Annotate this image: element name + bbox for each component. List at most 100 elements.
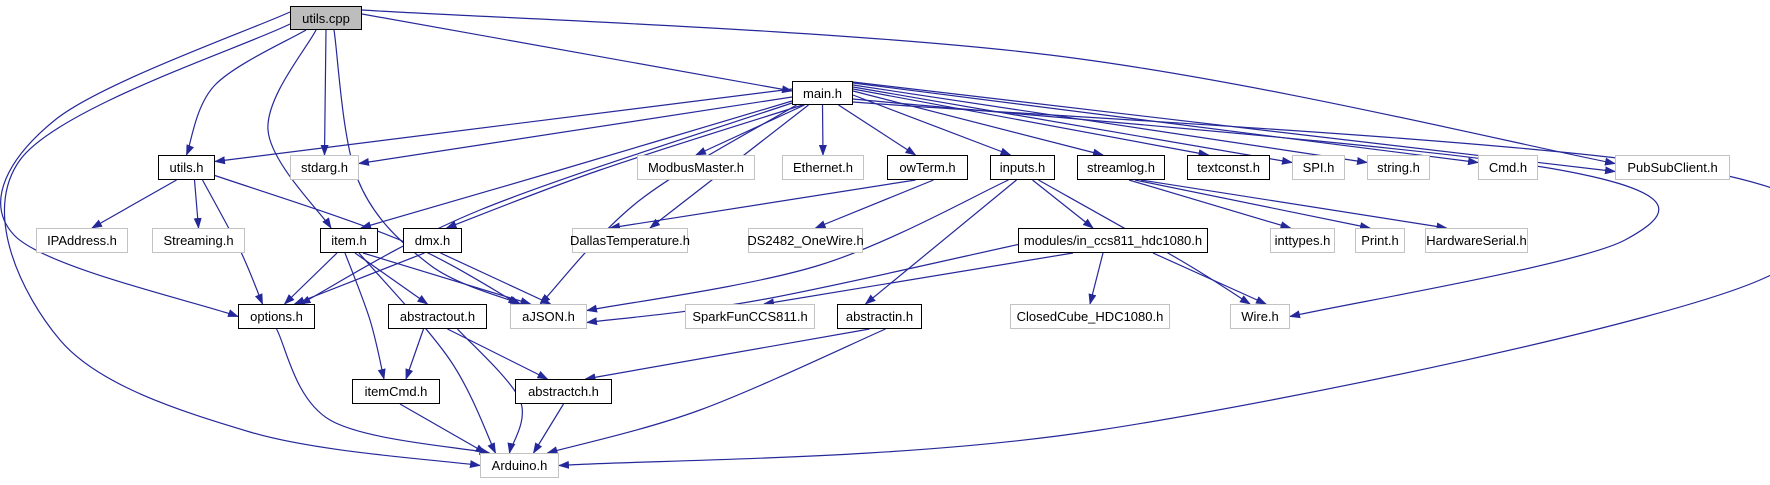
edge-options-h-to-arduino-h [275, 328, 491, 455]
edge-modules-h-to-sparkfunccs811-h [763, 252, 1074, 307]
edge-abstractin-h-to-abstractch-h [584, 328, 870, 382]
edge-inputs-h-to-ajson-h [586, 179, 1009, 313]
node-utils-h[interactable]: utils.h [158, 155, 215, 180]
edge-main-h-to-inputs-h [852, 94, 1012, 156]
edge-main-h-to-string-h [852, 84, 1368, 165]
node-label: stdarg.h [301, 160, 348, 175]
node-main-h[interactable]: main.h [792, 81, 853, 105]
node-label: Streaming.h [163, 233, 234, 248]
node-item-h[interactable]: item.h [320, 228, 378, 253]
edge-streamlog-h-to-print-h [1134, 179, 1371, 230]
edge-main-h-to-spi-h [852, 86, 1293, 165]
edge-main-h-to-utils-h [214, 88, 793, 165]
edge-main-h-to-textconst-h [852, 88, 1210, 158]
node-stdarg-h: stdarg.h [290, 155, 359, 180]
node-cmd-h: Cmd.h [1478, 155, 1538, 180]
node-abstractin-h[interactable]: abstractin.h [837, 304, 922, 329]
node-label: inputs.h [999, 160, 1046, 175]
edge-utils-h-to-ipaddress-h [91, 179, 177, 229]
edge-main-h-to-owterm-h [838, 104, 917, 156]
node-owterm-h[interactable]: owTerm.h [887, 155, 968, 180]
edge-dmx-h-to-options-h [293, 252, 425, 305]
node-label: SparkFunCCS811.h [692, 309, 808, 324]
node-label: itemCmd.h [364, 384, 428, 399]
edge-utils-h-to-streaming-h [193, 179, 202, 229]
node-label: ModbusMaster.h [647, 160, 745, 175]
edge-modules-h-to-closedcube-h [1088, 252, 1104, 305]
edge-dmx-h-to-ajson-h [440, 252, 552, 305]
node-itemcmd-h[interactable]: itemCmd.h [352, 379, 440, 404]
edge-modules-h-to-ajson-h [586, 243, 1019, 326]
node-dallastemperature-h: DallasTemperature.h [570, 228, 690, 253]
node-label: Wire.h [1241, 309, 1279, 324]
edge-streamlog-h-to-inttypes-h [1128, 179, 1292, 229]
edge-item-h-to-options-h [283, 252, 338, 305]
node-label: abstractch.h [528, 384, 599, 399]
edge-main-h-to-arduino-h [558, 101, 1770, 469]
node-label: streamlog.h [1087, 160, 1155, 175]
node-label: Arduino.h [491, 458, 548, 473]
edge-utils-cpp-to-ajson-h [333, 29, 522, 305]
node-ajson-h: aJSON.h [510, 304, 587, 329]
edge-main-h-to-ethernet-h [818, 104, 827, 156]
node-streamlog-h[interactable]: streamlog.h [1077, 155, 1165, 180]
node-closedcube-h: ClosedCube_HDC1080.h [1010, 304, 1170, 329]
node-ethernet-h: Ethernet.h [782, 155, 864, 180]
edge-item-h-to-itemcmd-h [344, 252, 386, 380]
node-label: HardwareSerial.h [1426, 233, 1527, 248]
node-label: Ethernet.h [793, 160, 853, 175]
node-streaming-h: Streaming.h [152, 228, 245, 253]
edge-main-h-to-modbusmaster-h [695, 104, 805, 156]
node-hardwareserial-h: HardwareSerial.h [1425, 228, 1528, 253]
node-label: modules/in_ccs811_hdc1080.h [1023, 233, 1203, 248]
node-label: textconst.h [1197, 160, 1260, 175]
node-textconst-h[interactable]: textconst.h [1187, 155, 1270, 180]
node-label: abstractin.h [845, 309, 914, 324]
edge-owterm-h-to-dallastemperature-h [609, 179, 916, 231]
node-modbusmaster-h: ModbusMaster.h [637, 155, 755, 180]
edge-utils-h-to-ajson-h [214, 174, 520, 305]
node-sparkfunccs811-h: SparkFunCCS811.h [685, 304, 815, 329]
node-inputs-h[interactable]: inputs.h [990, 155, 1055, 180]
node-modules-h[interactable]: modules/in_ccs811_hdc1080.h [1018, 228, 1208, 253]
edge-utils-cpp-to-utils-h [185, 29, 307, 156]
edge-owterm-h-to-ds2482-onewire-h [814, 179, 934, 229]
node-label: DS2482_OneWire.h [747, 233, 864, 248]
node-label: owTerm.h [899, 160, 956, 175]
node-label: PubSubClient.h [1627, 160, 1718, 175]
edge-main-h-to-dmx-h [445, 104, 803, 229]
node-inttypes-h: inttypes.h [1270, 228, 1335, 253]
node-abstractout-h[interactable]: abstractout.h [388, 304, 487, 329]
edge-utils-cpp-to-main-h [361, 13, 793, 94]
node-pubsubclient-h: PubSubClient.h [1615, 155, 1730, 180]
edge-itemcmd-h-to-arduino-h [399, 403, 487, 454]
node-label: item.h [331, 233, 367, 248]
edge-utils-cpp-to-item-h [267, 29, 332, 229]
node-wire-h: Wire.h [1230, 304, 1290, 329]
node-dmx-h[interactable]: dmx.h [403, 228, 462, 253]
node-options-h[interactable]: options.h [238, 304, 315, 329]
edge-utils-cpp-to-arduino-h [3, 23, 481, 469]
edge-item-h-to-arduino-h [358, 252, 497, 454]
edge-streamlog-h-to-hardwareserial-h [1140, 179, 1448, 231]
edge-main-h-to-wire-h [852, 98, 1660, 319]
edge-main-h-to-stdarg-h [358, 96, 793, 166]
node-utils-cpp: utils.cpp [290, 6, 362, 30]
node-abstractch-h[interactable]: abstractch.h [515, 379, 612, 404]
node-label: inttypes.h [1274, 233, 1331, 248]
edge-abstractch-h-to-arduino-h [532, 403, 565, 454]
node-print-h: Print.h [1355, 228, 1405, 253]
node-label: utils.cpp [302, 10, 350, 26]
edge-utils-cpp-to-options-h [0, 11, 291, 318]
edge-item-h-to-ajson-h [362, 252, 532, 305]
edge-main-h-to-cmd-h [852, 82, 1479, 166]
edge-utils-cpp-to-pubsubclient-h [361, 9, 1616, 166]
node-label: abstractout.h [399, 309, 476, 324]
node-ds2482-onewire-h: DS2482_OneWire.h [747, 228, 864, 253]
node-label: IPAddress.h [47, 233, 117, 248]
edge-main-h-to-streamlog-h [852, 90, 1104, 157]
edge-modules-h-to-wire-h [1152, 252, 1267, 305]
node-label: utils.h [169, 160, 204, 175]
edge-main-h-to-item-h [360, 100, 793, 230]
